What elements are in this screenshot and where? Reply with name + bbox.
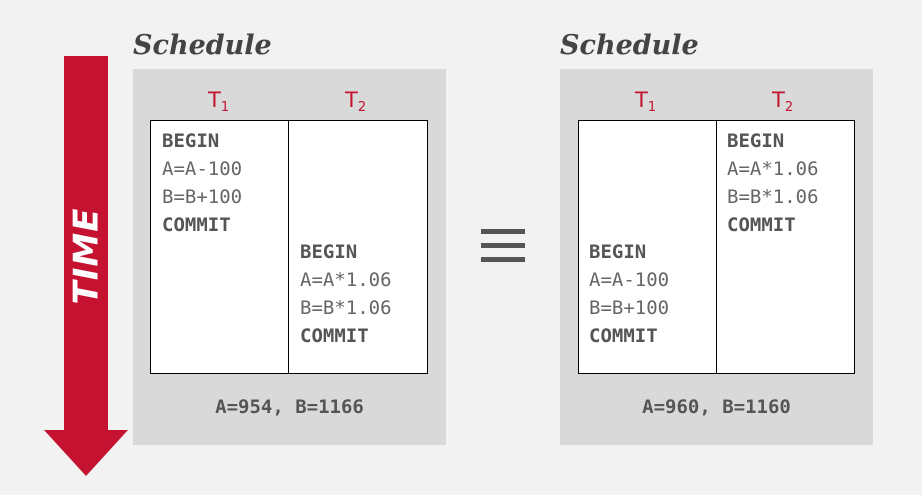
schedule-table-right (578, 120, 855, 374)
op-commit: COMMIT (727, 214, 796, 236)
equivalence-symbol (481, 229, 525, 263)
op-begin: BEGIN (162, 130, 220, 152)
result-right: A=960, B=1160 (642, 396, 791, 418)
column-divider (288, 121, 289, 373)
op-commit: COMMIT (589, 325, 658, 347)
time-label: TIME (66, 207, 106, 305)
time-label-wrap: TIME (62, 207, 110, 305)
op-begin: BEGIN (300, 241, 358, 263)
t1-ops-left: BEGIN A=A-100 B=B+100 COMMIT (162, 127, 242, 239)
op-a: A=A*1.06 (727, 158, 819, 180)
txn-header-t1-left: T1 (208, 88, 230, 115)
op-b: B=B+100 (162, 186, 243, 208)
op-b: B=B*1.06 (727, 186, 819, 208)
op-commit: COMMIT (300, 325, 369, 347)
result-left: A=954, B=1166 (215, 396, 364, 418)
op-a: A=A*1.06 (300, 269, 392, 291)
op-a: A=A-100 (589, 269, 670, 291)
column-divider (716, 121, 717, 373)
t2-ops-right: BEGIN A=A*1.06 B=B*1.06 COMMIT (727, 127, 819, 239)
txn-header-t2-right: T2 (772, 88, 794, 115)
txn-header-t2-left: T2 (345, 88, 367, 115)
op-begin: BEGIN (589, 241, 647, 263)
schedule-table-left (150, 120, 428, 374)
time-arrow (44, 56, 128, 476)
op-begin: BEGIN (727, 130, 785, 152)
op-a: A=A-100 (162, 158, 243, 180)
t2-ops-left: BEGIN A=A*1.06 B=B*1.06 COMMIT (300, 238, 392, 350)
schedule-title-right: Schedule (560, 30, 699, 61)
op-b: B=B*1.06 (300, 297, 392, 319)
t1-ops-right: BEGIN A=A-100 B=B+100 COMMIT (589, 238, 669, 350)
schedule-title-left: Schedule (133, 30, 272, 61)
txn-header-t1-right: T1 (635, 88, 657, 115)
op-commit: COMMIT (162, 214, 231, 236)
op-b: B=B+100 (589, 297, 670, 319)
